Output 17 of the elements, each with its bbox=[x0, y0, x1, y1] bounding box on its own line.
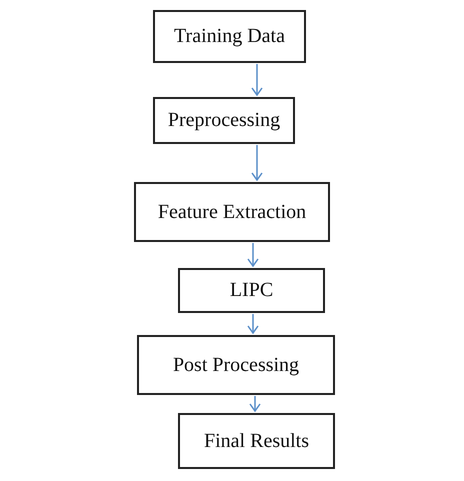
box-label: Final Results bbox=[204, 430, 309, 452]
arrow bbox=[249, 396, 261, 412]
arrow bbox=[251, 64, 263, 96]
box-label: Preprocessing bbox=[168, 109, 280, 132]
process-box bbox=[178, 268, 325, 313]
process-box bbox=[153, 10, 306, 63]
process-box bbox=[137, 335, 335, 395]
box-label: Feature Extraction bbox=[158, 200, 306, 224]
process-box bbox=[153, 97, 295, 144]
process-box bbox=[178, 413, 335, 469]
box-label: Training Data bbox=[174, 25, 285, 48]
arrow bbox=[247, 314, 259, 334]
arrow bbox=[247, 243, 259, 267]
box-label: LIPC bbox=[230, 279, 274, 302]
process-box bbox=[134, 182, 330, 242]
box-label: Post Processing bbox=[172, 354, 300, 376]
arrow bbox=[251, 145, 263, 181]
